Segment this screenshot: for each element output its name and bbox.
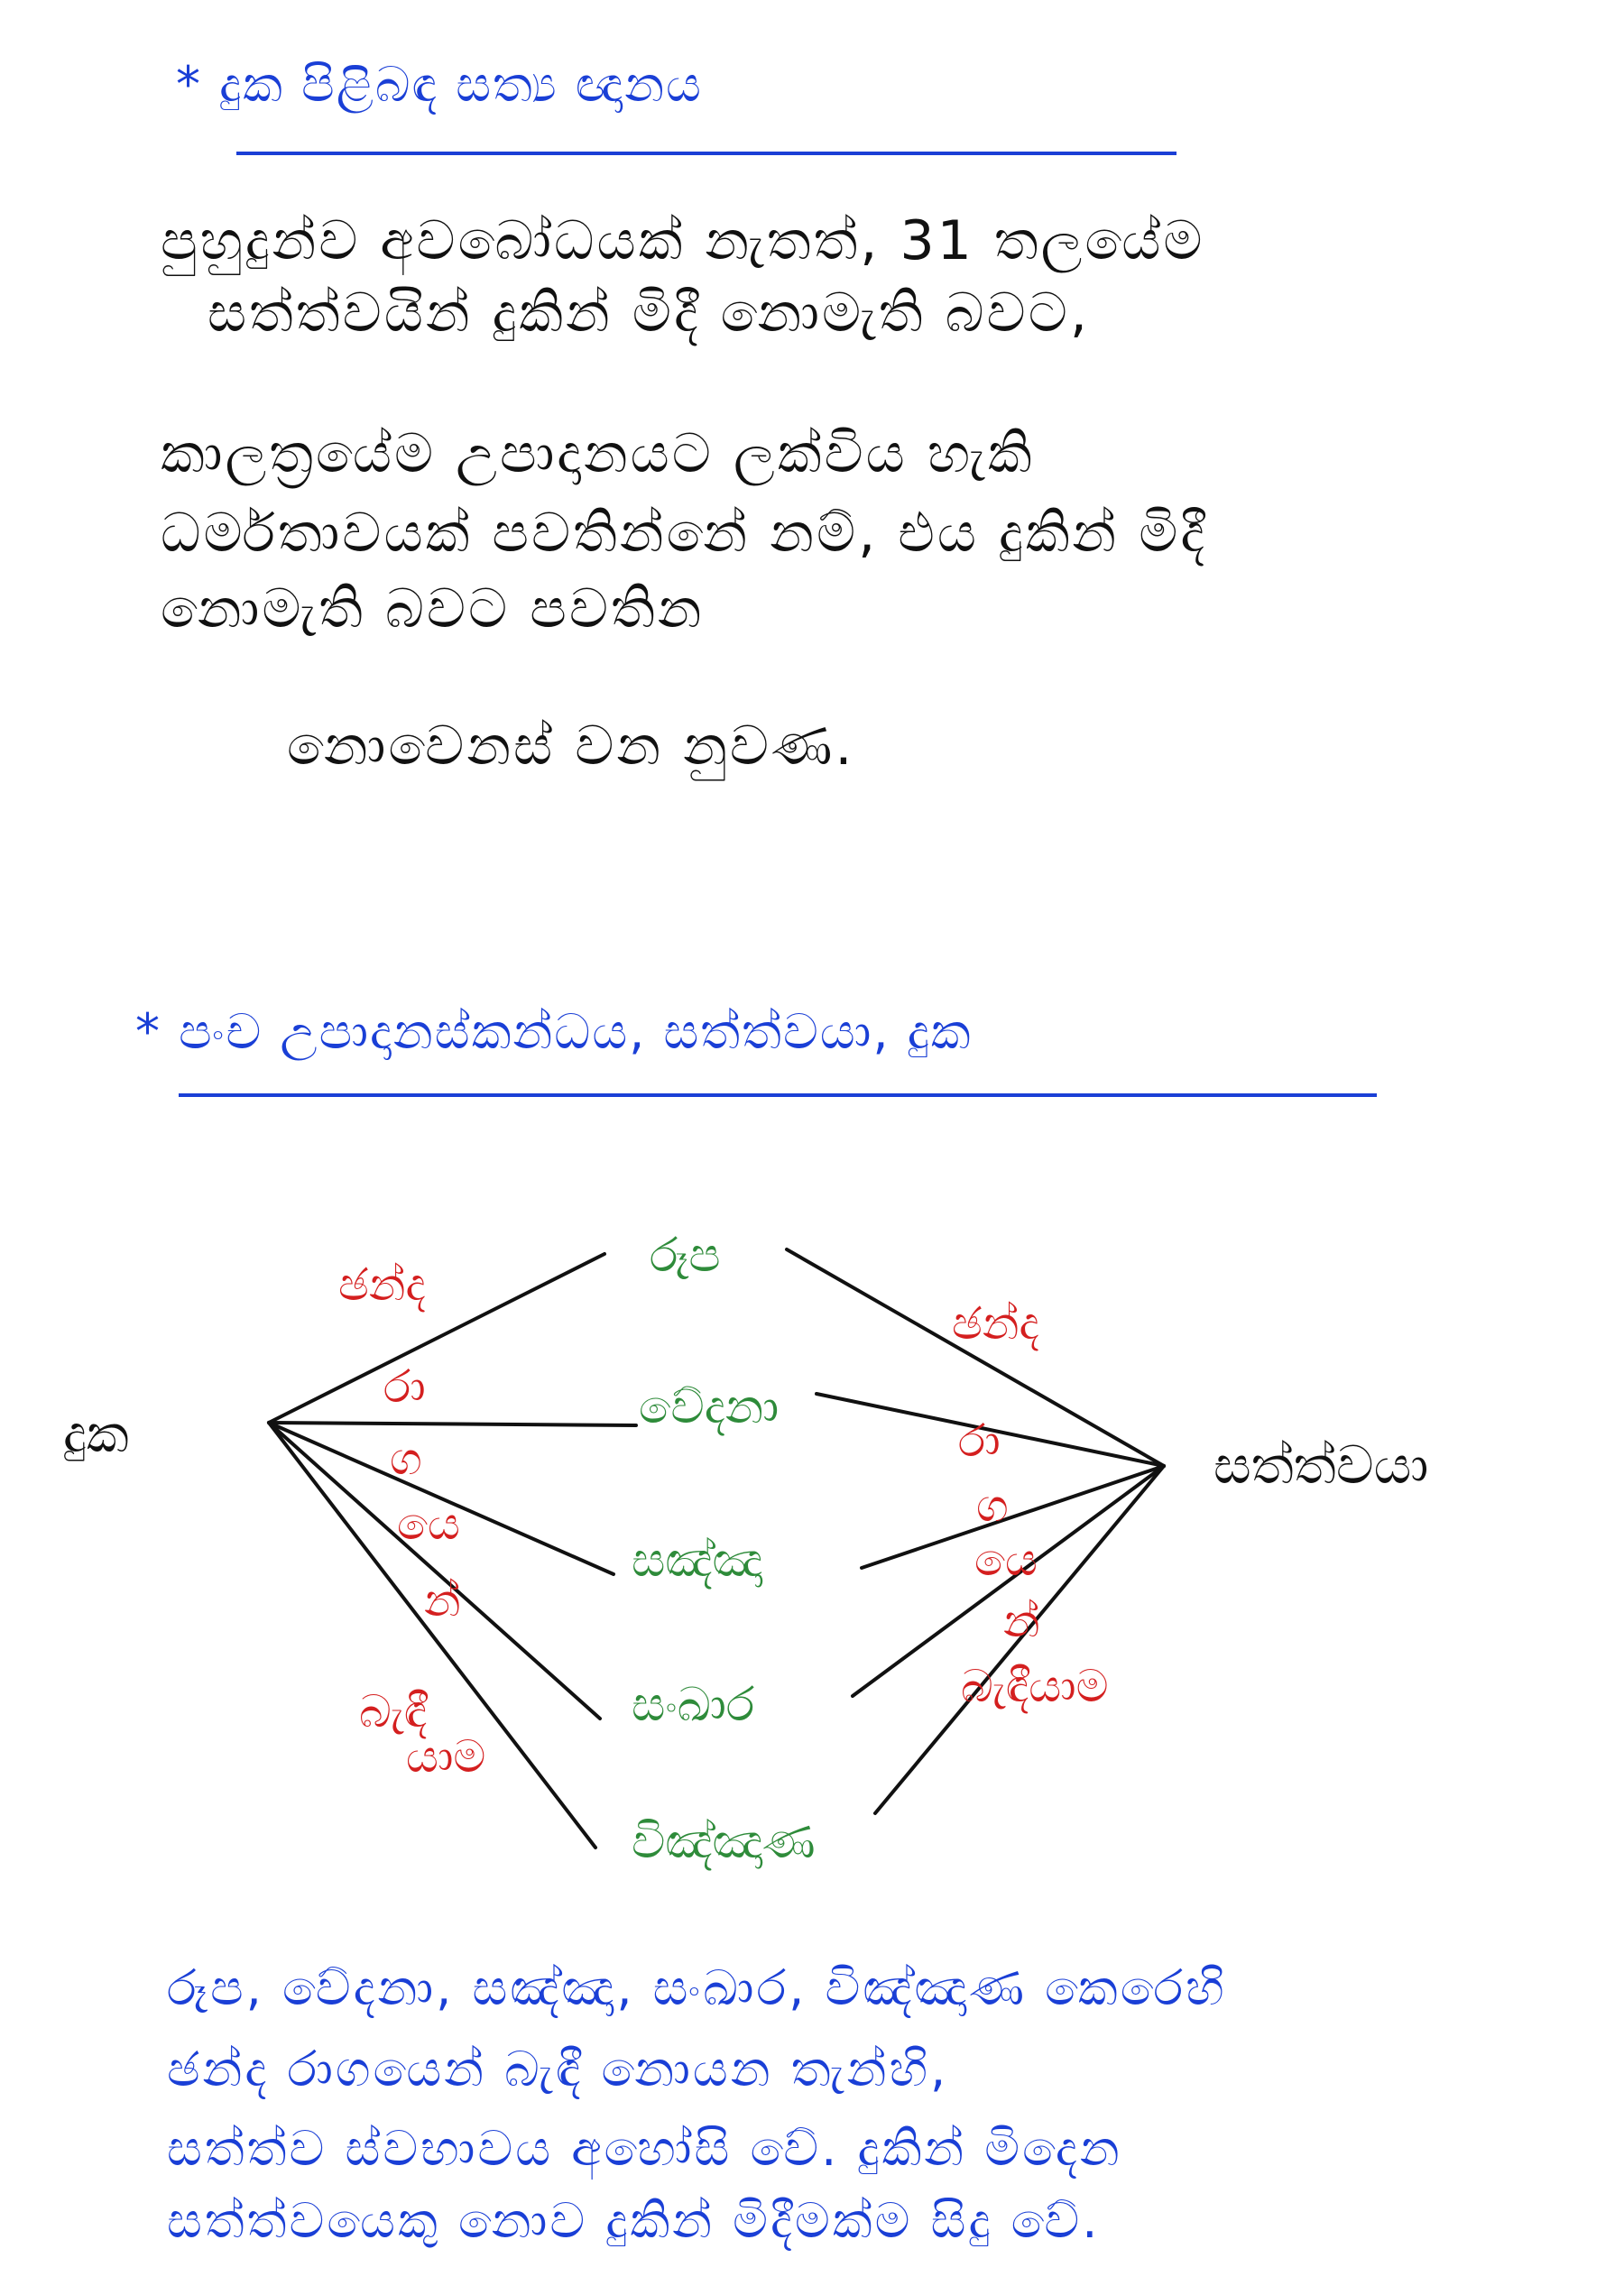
right-relation-4: යෙ <box>974 1534 1038 1586</box>
section1-paragraph2-line-1: කාලත්‍රයේම උපාදානයට ලක්විය හැකි <box>161 422 1035 485</box>
section2-heading: * පංච උපාදානස්කන්ධය, සත්ත්වයා, දුක <box>135 1003 973 1060</box>
footer-line-2: ඡන්ද රාගයෙන් බැඳී නොයන තැන්හි, <box>167 2041 949 2097</box>
footer-line-4: සත්ත්වයෙකු නොව දුකින් මිදීමක්ම සිදු වේ. <box>167 2192 1101 2249</box>
node-vedana: වේදනා <box>639 1380 780 1434</box>
line-rupa-satta <box>785 1248 1166 1468</box>
footer-line-1: රූප, වේදනා, සඤ්ඤා, සංඛාර, විඤ්ඤාණ කෙරෙහි <box>167 1959 1227 2016</box>
node-dukkha: දුක <box>63 1403 129 1464</box>
line-dukkha-vedana <box>267 1421 638 1427</box>
right-relation-1: ඡන්ද <box>952 1297 1039 1350</box>
section1-paragraph-line-1: පුහුදුන්ව අවබෝධයක් නැතත්, 31 තලයේම <box>161 209 1205 272</box>
left-relation-3: ග <box>390 1433 422 1485</box>
node-rupa: රූප <box>650 1229 721 1283</box>
left-relation-5: න් <box>424 1574 461 1627</box>
left-relation-2: රා <box>383 1360 426 1413</box>
line-vedana-satta <box>815 1392 1166 1468</box>
line-vinnana-satta <box>873 1464 1166 1815</box>
right-relation-6: බැඳීයාම <box>961 1660 1109 1712</box>
node-sanna: සඤ්ඤා <box>632 1534 763 1588</box>
section1-heading: * දුක පිළිබඳ සත්‍ය ඥානය <box>176 56 703 113</box>
line-sankhara-satta <box>851 1464 1166 1698</box>
left-relation-4: යෙ <box>397 1498 460 1550</box>
section1-closing-line: නොවෙනස් වන නුවණ. <box>287 714 855 778</box>
line-dukkha-sankhara <box>267 1421 602 1720</box>
left-relation-7: යාම <box>406 1730 486 1783</box>
node-vinnana: විඤ්ඤාණ <box>632 1815 816 1869</box>
left-relation-6: බැඳී <box>359 1685 428 1737</box>
line-dukkha-sanna <box>267 1421 615 1576</box>
right-relation-5: න් <box>1003 1595 1040 1647</box>
section2-heading-underline <box>179 1093 1377 1097</box>
node-sattva: සත්ත්වයා <box>1213 1434 1429 1496</box>
left-relation-1: ඡන්ද <box>338 1258 426 1311</box>
section1-paragraph2-line-3: නොමැති බවට පවතින <box>161 577 705 641</box>
right-relation-3: ග <box>976 1479 1009 1532</box>
line-dukkha-rupa <box>267 1252 606 1424</box>
right-relation-2: රා <box>958 1415 1001 1467</box>
section1-heading-underline <box>236 152 1176 155</box>
node-sankhara: සංඛාර <box>632 1678 755 1732</box>
section1-paragraph-line-2: සත්ත්වයින් දුකින් මිදී නොමැති බවට, <box>208 281 1090 345</box>
line-sanna-satta <box>860 1464 1166 1570</box>
section1-paragraph2-line-2: ධර්මතාවයක් පවතින්නේ නම්, එය දුකින් මිදී <box>161 502 1207 565</box>
footer-line-3: සත්ත්ව ස්වභාවය අහෝසි වේ. දුකින් මිදෙන <box>167 2120 1122 2177</box>
line-dukkha-vinnana <box>267 1421 597 1849</box>
